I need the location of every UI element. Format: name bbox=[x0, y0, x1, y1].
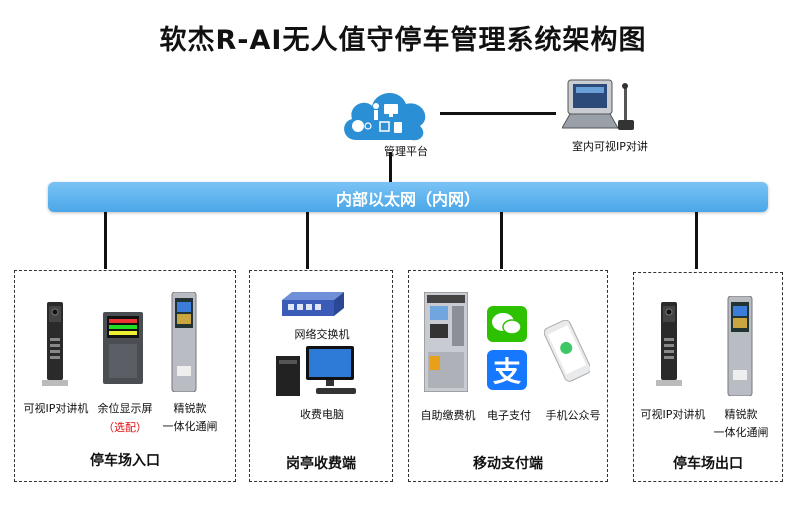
self-payment-kiosk-icon[interactable] bbox=[424, 292, 468, 392]
mobile-phone-icon[interactable] bbox=[544, 320, 590, 384]
entrance-link-line bbox=[104, 212, 107, 269]
ip-intercom-post-icon[interactable] bbox=[656, 302, 682, 386]
booth-group-title: 岗亭收费端 bbox=[286, 456, 356, 472]
exit-link-line bbox=[695, 212, 698, 269]
integrated-gate-icon[interactable] bbox=[726, 296, 754, 396]
page-title: 软杰R-AI无人值守停车管理系统架构图 bbox=[159, 25, 647, 56]
switch-label: 网络交换机 bbox=[294, 328, 350, 341]
entrance-gate-label2: 一体化通闸 bbox=[162, 420, 218, 433]
computer-label: 收费电脑 bbox=[300, 408, 344, 421]
network-label: 内部以太网（内网） bbox=[335, 190, 480, 209]
cloud-platform-label: 管理平台 bbox=[384, 145, 428, 158]
entrance-intercom-label: 可视IP对讲机 bbox=[23, 402, 89, 415]
network-bar bbox=[48, 182, 768, 212]
exit-intercom-label: 可视IP对讲机 bbox=[640, 408, 706, 421]
network-switch-icon[interactable] bbox=[282, 292, 344, 318]
exit-group bbox=[633, 272, 783, 482]
remaining-space-display-icon[interactable] bbox=[103, 312, 143, 384]
alipay-icon[interactable]: 支 bbox=[487, 350, 527, 390]
exit-gate-label2: 一体化通闸 bbox=[713, 426, 769, 439]
integrated-gate-icon[interactable] bbox=[170, 292, 198, 392]
desktop-intercom-icon[interactable] bbox=[562, 78, 646, 136]
wechat-icon[interactable] bbox=[487, 306, 527, 342]
svg-text:支: 支 bbox=[493, 355, 521, 388]
computer-icon[interactable] bbox=[276, 346, 364, 396]
booth-link-line bbox=[306, 212, 309, 269]
epay-label: 电子支付 bbox=[487, 409, 531, 422]
cloud-link-line bbox=[389, 152, 392, 184]
cloud-platform-icon[interactable] bbox=[338, 84, 430, 144]
ip-intercom-post-icon[interactable] bbox=[42, 302, 68, 386]
desktop-intercom-label: 室内可视IP对讲 bbox=[572, 140, 648, 153]
cloud-intercom-link-line bbox=[440, 112, 556, 115]
entrance-group-title: 停车场入口 bbox=[90, 453, 160, 469]
kiosk-label: 自助缴费机 bbox=[420, 409, 476, 422]
entrance-display-label: 余位显示屏 bbox=[97, 402, 153, 415]
mobile-account-label: 手机公众号 bbox=[545, 409, 601, 422]
entrance-group bbox=[14, 270, 236, 482]
exit-group-title: 停车场出口 bbox=[673, 456, 743, 472]
entrance-gate-label: 精锐款 bbox=[173, 402, 207, 415]
mobile-group bbox=[408, 270, 608, 482]
mobile-group-title: 移动支付端 bbox=[473, 456, 543, 472]
entrance-display-note: （选配） bbox=[103, 421, 147, 434]
mobile-link-line bbox=[500, 212, 503, 269]
exit-gate-label: 精锐款 bbox=[724, 408, 758, 421]
booth-group bbox=[249, 270, 393, 482]
